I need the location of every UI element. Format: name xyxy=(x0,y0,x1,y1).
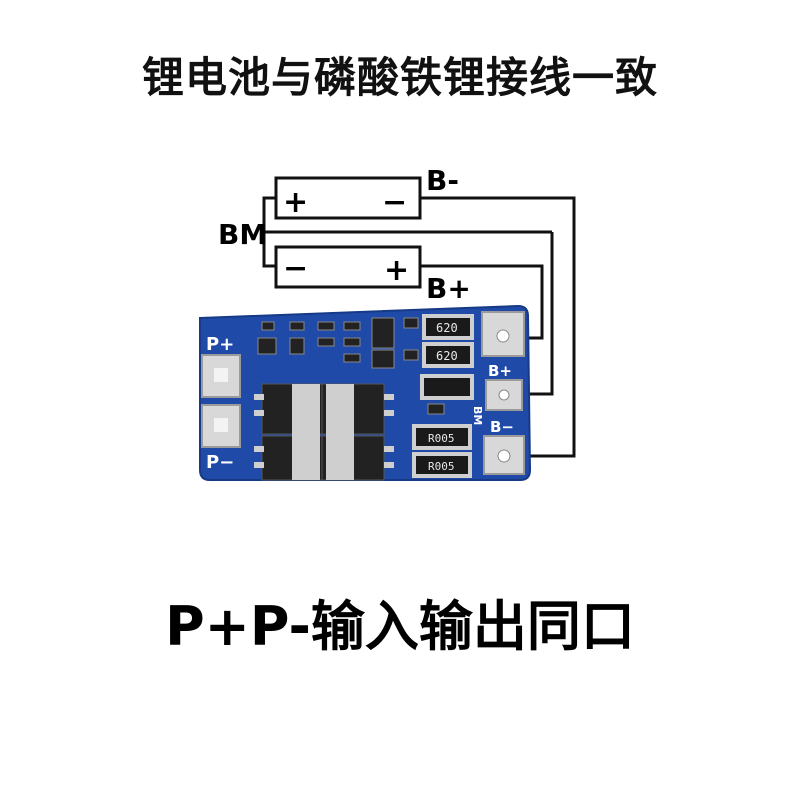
bm-label: BM xyxy=(218,218,267,251)
board-b-minus-label: B− xyxy=(490,418,514,436)
resistor-620-bottom-label: 620 xyxy=(436,349,458,363)
shunt-resistor-2-label: R005 xyxy=(428,460,455,473)
footer-caption: P+P-输入输出同口 xyxy=(165,595,635,658)
b-minus-wire xyxy=(420,196,576,458)
resistor-620-bottom xyxy=(422,342,474,368)
resistor-620-top xyxy=(422,314,474,340)
p-plus-pad-hole xyxy=(214,368,228,382)
resistor-620-top-label: 620 xyxy=(436,321,458,335)
cell-1-right-sign: − xyxy=(382,185,407,220)
bms-board: P+ P− xyxy=(199,304,532,481)
b-plus-top-pad-hole xyxy=(496,329,510,343)
board-b-plus-label: B+ xyxy=(488,362,512,380)
p-minus-pad-hole xyxy=(214,418,228,432)
b-minus-pad-hole xyxy=(497,449,511,463)
bm-pad-hole xyxy=(498,389,510,401)
mosfet-group xyxy=(254,383,394,481)
shunt-resistor-1-label: R005 xyxy=(428,432,455,445)
board-p-plus-label: P+ xyxy=(206,334,234,355)
shunt-resistor-2 xyxy=(412,452,472,478)
board-bm-label: BM xyxy=(471,406,484,425)
page-title: 锂电池与磷酸铁锂接线一致 xyxy=(141,53,658,102)
cell-2-left-sign: − xyxy=(283,251,308,286)
battery-cell-2 xyxy=(274,245,422,289)
p-minus-pad xyxy=(201,404,241,448)
battery-cell-1 xyxy=(274,176,422,220)
smd-components xyxy=(257,317,445,415)
b-plus-label: B+ xyxy=(426,272,471,305)
cell-2-right-sign: + xyxy=(384,253,409,288)
shunt-resistor-1 xyxy=(412,424,472,450)
board-p-minus-label: P− xyxy=(206,452,234,473)
smd-diode xyxy=(420,374,474,400)
b-minus-label: B- xyxy=(426,164,459,197)
cell-1-left-sign: + xyxy=(283,185,308,220)
